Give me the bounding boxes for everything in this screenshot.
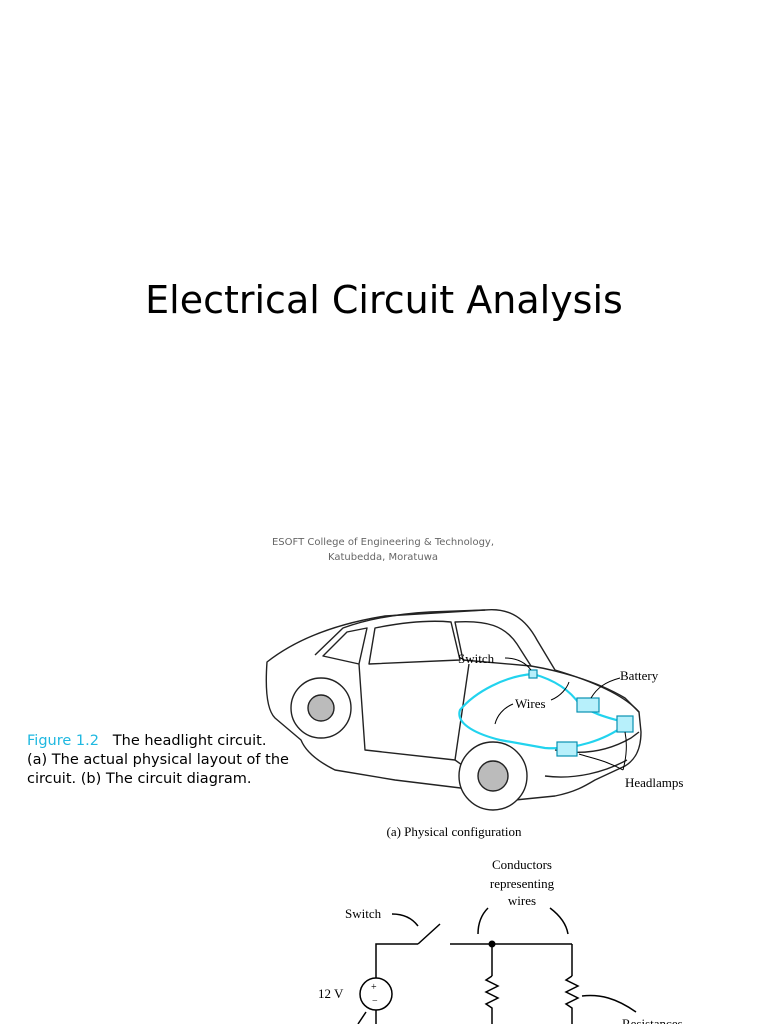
circuit-switch-label: Switch	[345, 906, 382, 921]
figure-caption-line-1: The headlight circuit.	[112, 733, 267, 749]
car-wheels	[290, 677, 528, 811]
figure-caption-line-2: (a) The actual physical layout of the	[27, 752, 289, 768]
car-side-window	[368, 620, 461, 665]
junction-dot	[488, 940, 496, 948]
svg-text:−: −	[372, 996, 378, 1007]
headlamp-right	[616, 715, 634, 733]
wires-label: Wires	[515, 696, 546, 711]
headlamps-arrow-a	[578, 753, 624, 771]
figure-caption: Figure 1.2 The headlight circuit. (a) Th…	[27, 732, 317, 789]
headlamps-label: Headlamps	[625, 775, 683, 790]
affiliation-line-1: ESOFT College of Engineering & Technolog…	[271, 537, 495, 548]
wires-arrow-b	[550, 681, 570, 701]
switch-label-arrow	[391, 913, 419, 927]
switch-blade	[417, 923, 441, 945]
car-windshield	[454, 620, 532, 667]
car-door	[358, 663, 470, 761]
car-components	[528, 669, 634, 757]
affiliation-line-2: Katubedda, Moratuwa	[328, 552, 438, 563]
circuit-diagram: + − Switch 12 V Conductors representing …	[318, 857, 683, 1024]
battery-label: Battery	[620, 668, 659, 683]
battery-arrow	[590, 677, 621, 699]
voltage-label: 12 V	[318, 986, 344, 1001]
switch-box	[528, 669, 538, 679]
resistor-1	[484, 975, 500, 1024]
headlamp-left	[556, 741, 578, 757]
car-body	[265, 608, 642, 803]
wires-arrow-a	[494, 703, 514, 725]
physical-config-caption: (a) Physical configuration	[386, 824, 522, 839]
conductors-label-1: Conductors	[492, 857, 552, 872]
conductors-arrow-a	[477, 907, 489, 935]
resistor-2	[564, 975, 580, 1024]
car-roof	[314, 609, 486, 656]
slide-title: Electrical Circuit Analysis	[145, 278, 623, 322]
resistances-arrow	[581, 994, 637, 1013]
car-hood	[530, 665, 640, 713]
battery-box	[576, 697, 600, 713]
switch-label: Switch	[458, 651, 495, 666]
figure-number: Figure 1.2	[27, 733, 99, 749]
car-illustration: Switch Battery Wires Headlamps	[265, 608, 683, 811]
svg-text:+: +	[371, 982, 377, 993]
headlamps-arrow-b	[622, 731, 627, 771]
resistances-label: Resistances	[622, 1016, 683, 1024]
conductors-label-2: representing	[490, 876, 555, 891]
figure-caption-line-3: circuit. (b) The circuit diagram.	[27, 771, 252, 787]
switch-arrow	[504, 657, 532, 671]
car-rear-window	[322, 627, 368, 665]
conductors-arrow-b	[549, 907, 569, 935]
conductors-label-3: wires	[508, 893, 536, 908]
voltage-source	[359, 977, 393, 1011]
affiliation: ESOFT College of Engineering & Technolog…	[230, 535, 536, 565]
